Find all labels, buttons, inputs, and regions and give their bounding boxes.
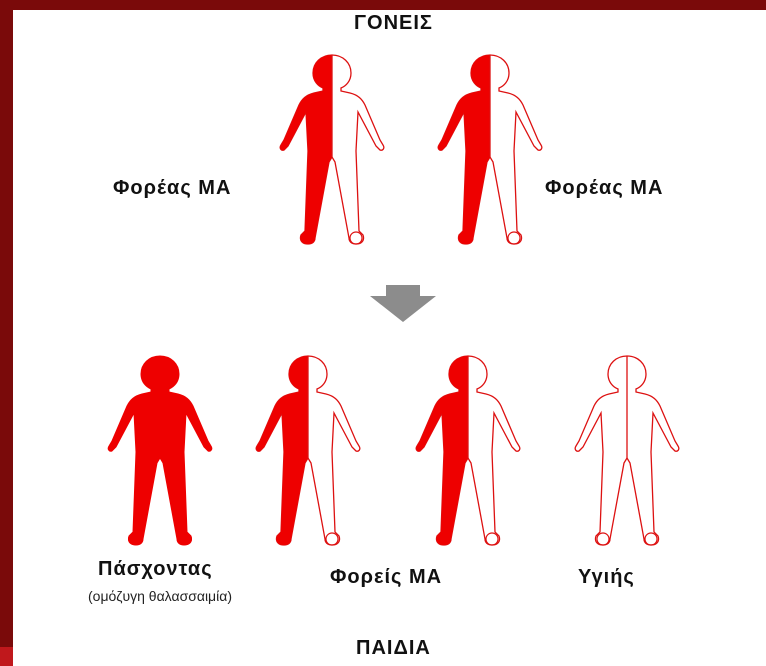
child-carrier-figure-1 <box>256 356 360 545</box>
parent-left-label: Φορέας ΜΑ <box>113 177 231 200</box>
parents-title: ΓΟΝΕΙΣ <box>354 12 433 35</box>
child-carrier-label: Φορείς ΜΑ <box>330 566 442 589</box>
parent-left-figure <box>280 55 384 244</box>
child-carrier-figure-2 <box>416 356 520 545</box>
child-affected-figure <box>108 356 212 545</box>
down-arrow-icon <box>370 285 436 322</box>
parent-right-figure <box>438 55 542 244</box>
child-affected-label: Πάσχοντας <box>98 558 213 581</box>
children-title: ΠΑΙΔΙΑ <box>356 637 431 660</box>
parent-right-label: Φορέας ΜΑ <box>545 177 663 200</box>
child-healthy-label: Υγιής <box>578 566 635 589</box>
child-healthy-figure <box>575 356 679 545</box>
child-affected-note: (ομόζυγη θαλασσαιμία) <box>88 588 232 604</box>
